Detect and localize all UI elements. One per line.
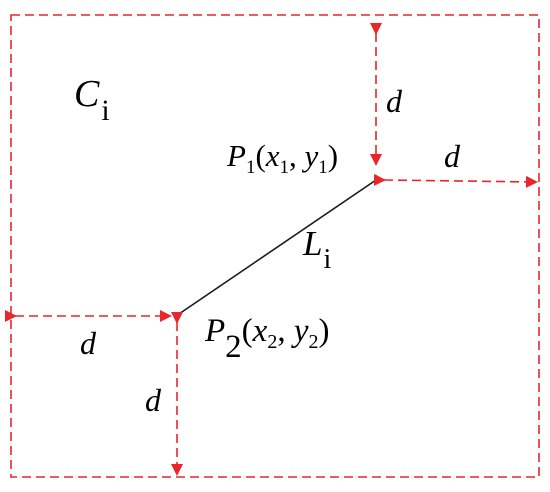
point2-label: P2(x2, y2) bbox=[204, 313, 329, 365]
region-label: Ci bbox=[74, 73, 110, 127]
point2-name: P bbox=[204, 313, 225, 349]
p1-horizontal-distance-label: d bbox=[444, 138, 461, 174]
segment-label-main: L bbox=[302, 224, 322, 263]
point1-y-sub: 1 bbox=[318, 157, 328, 178]
point1-open-paren: ( bbox=[255, 138, 265, 173]
p2-horizontal-distance-label: d bbox=[80, 325, 97, 361]
point1-close-paren: ) bbox=[328, 138, 338, 173]
point1-label: P1(x1, y1) bbox=[226, 138, 338, 178]
point2-x-sub: 2 bbox=[267, 331, 277, 353]
region-label-main: C bbox=[74, 73, 100, 115]
p2-vertical-distance-label: d bbox=[145, 382, 162, 418]
point1-comma: , bbox=[289, 138, 305, 173]
region-boundary bbox=[10, 14, 540, 478]
point1-index: 1 bbox=[246, 157, 256, 178]
segment-label: Li bbox=[302, 224, 331, 275]
p1-vertical-distance-label: d bbox=[386, 83, 403, 119]
point1-y: y bbox=[302, 138, 319, 173]
point2-y-sub: 2 bbox=[308, 331, 318, 353]
point2-open-paren: ( bbox=[242, 313, 253, 349]
p1-horizontal-distance-arrow bbox=[373, 173, 538, 188]
point2-comma: , bbox=[277, 313, 294, 349]
point1-x: x bbox=[265, 138, 280, 173]
segment-label-sub: i bbox=[323, 244, 331, 275]
point1-name: P bbox=[226, 138, 246, 173]
point2-y: y bbox=[291, 313, 309, 349]
region-label-sub: i bbox=[101, 94, 109, 127]
line-segment bbox=[175, 179, 377, 317]
point2-index: 2 bbox=[225, 329, 242, 365]
point2-x: x bbox=[252, 313, 268, 349]
point2-close-paren: ) bbox=[318, 313, 329, 349]
point1-x-sub: 1 bbox=[280, 157, 290, 178]
